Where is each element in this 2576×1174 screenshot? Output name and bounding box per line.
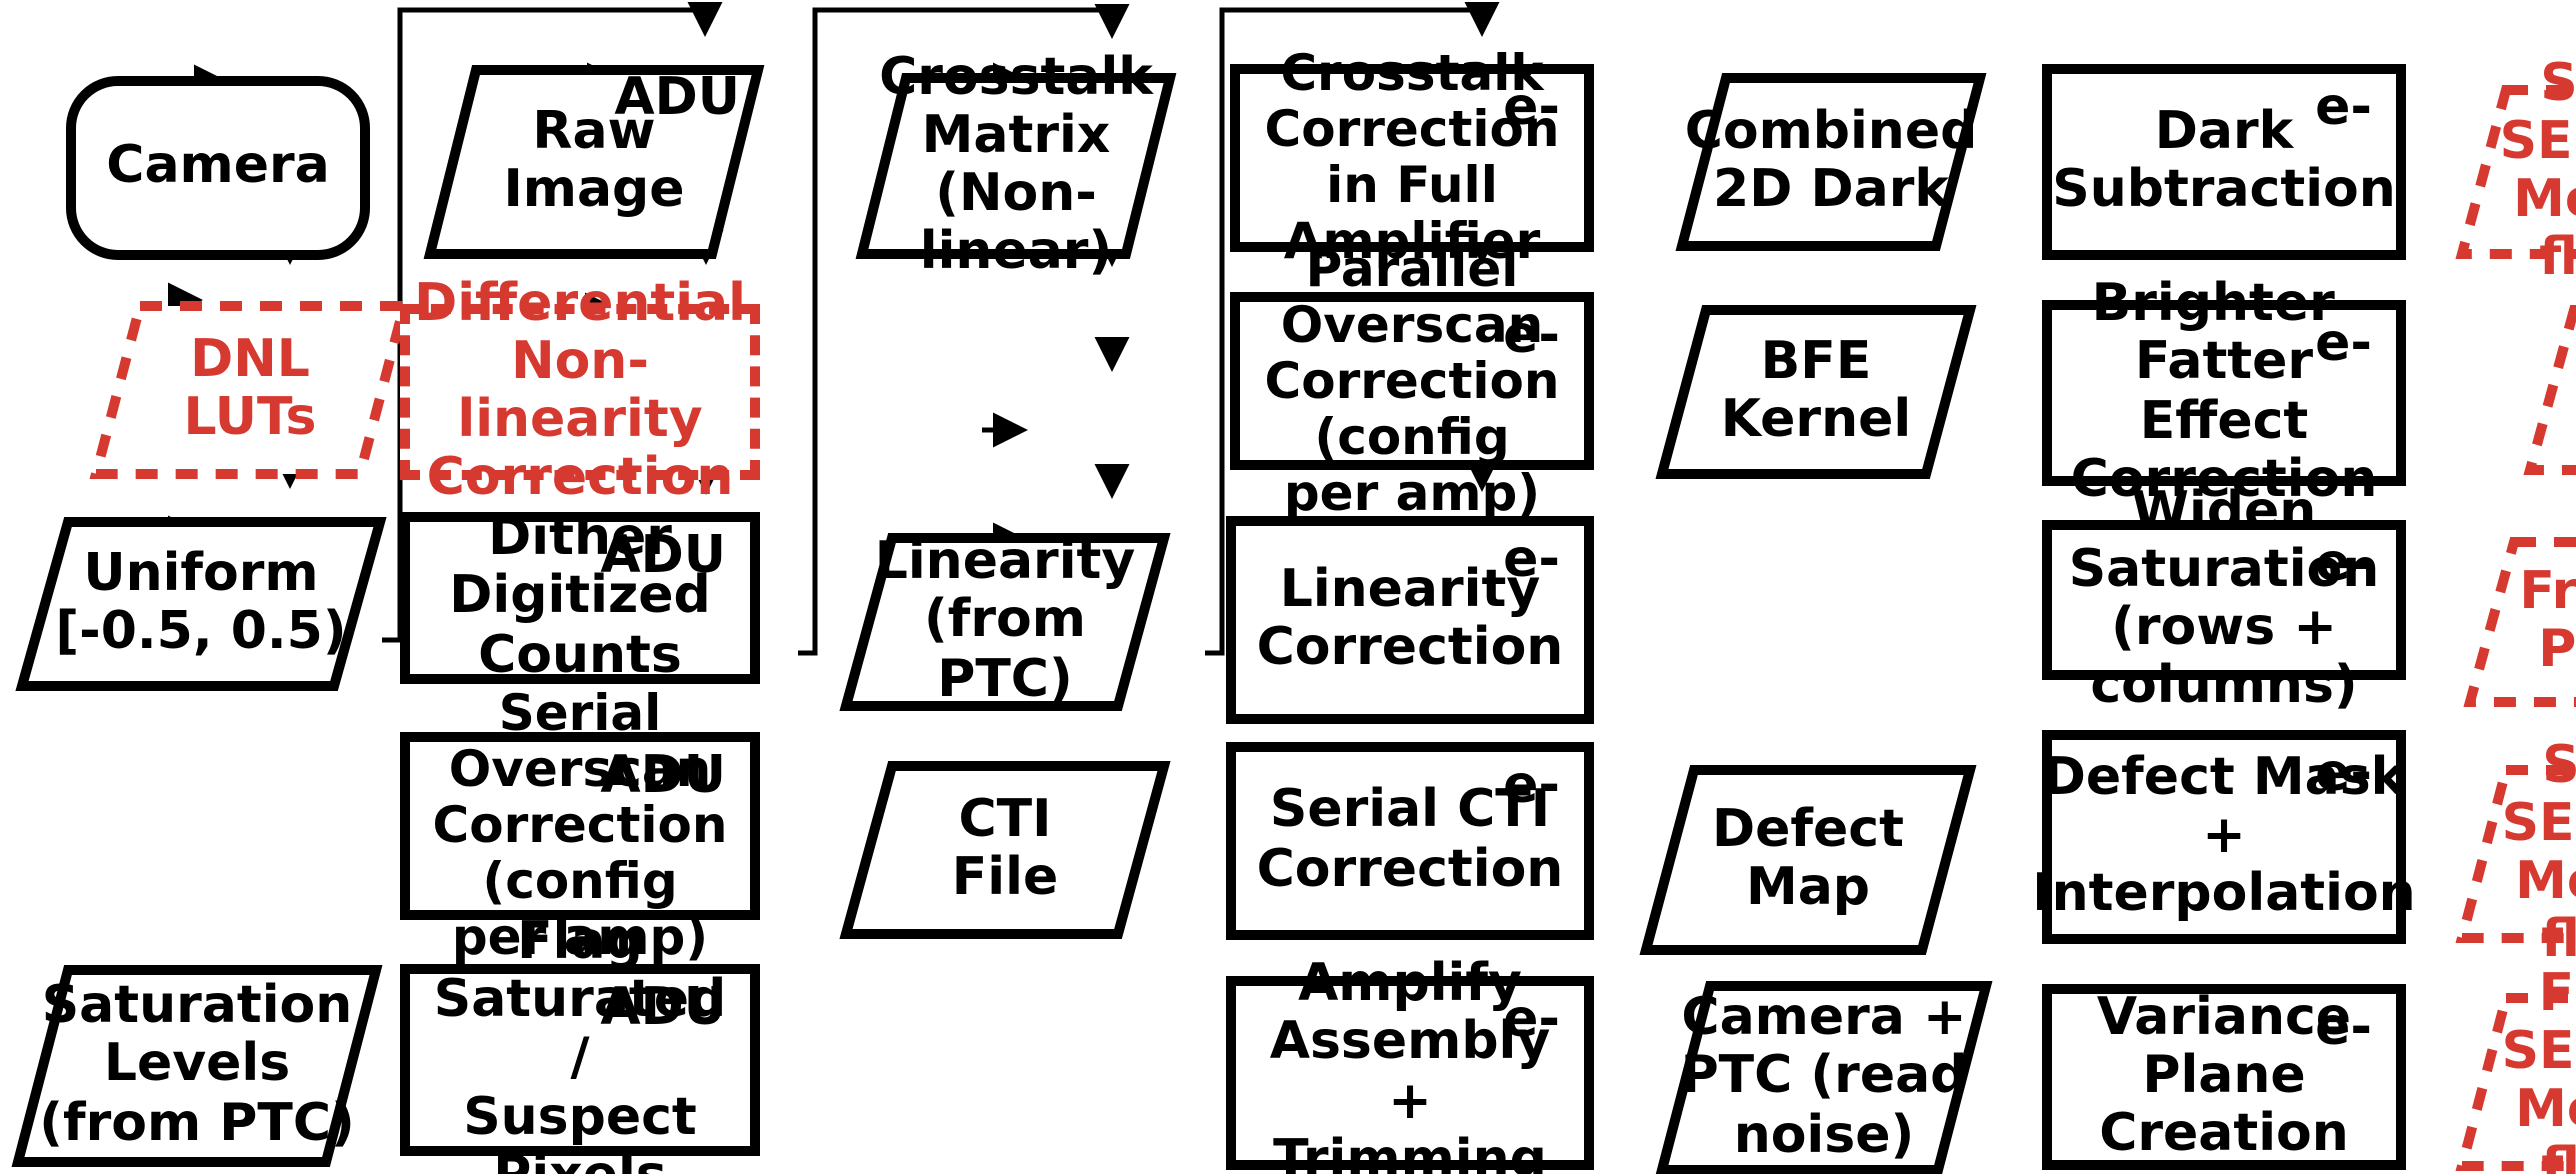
node-combined-2d-dark[interactable]: Combined 2D Dark xyxy=(1675,72,1987,252)
unit-badge: ADU xyxy=(600,526,726,586)
parallelogram-shape xyxy=(2455,993,2576,1171)
node-label: DNL LUTs xyxy=(183,329,317,448)
unit-badge: ADU xyxy=(600,978,726,1038)
node-label: PCAs xyxy=(2570,361,2576,419)
node-brighter-fatter-correction[interactable]: e- Brighter-Fatter Effect Correction xyxy=(2042,275,2406,508)
node-camera[interactable]: Camera xyxy=(66,76,370,260)
node-dither-digitized-counts[interactable]: ADU Dither Digitized Counts xyxy=(400,509,760,684)
unit-badge: e- xyxy=(1503,78,1560,138)
unit-badge: e- xyxy=(1503,990,1560,1050)
unit-badge: e- xyxy=(2315,314,2372,374)
node-flag-saturated-suspect-pixels[interactable]: ADU Flag Saturated / Suspect Pixels xyxy=(400,913,760,1174)
node-amplify-assembly-trimming[interactable]: e- Amplify Assembly + Trimming xyxy=(1226,955,1594,1174)
node-label: Saturation Levels (from PTC) xyxy=(39,976,355,1154)
parallelogram-shape xyxy=(2463,537,2576,707)
node-label: Uniform [-0.5, 0.5) xyxy=(55,543,347,662)
node-label: Differential Non-linearity Correction xyxy=(414,273,746,509)
unit-badge: e- xyxy=(1503,756,1560,816)
node-label: Linearity (from PTC) xyxy=(874,532,1136,710)
parallelogram-shape xyxy=(15,517,387,691)
node-label: Camera + PTC (read noise) xyxy=(1680,988,1968,1166)
node-label: Sky-SEDs + Mono-flats xyxy=(2499,53,2576,289)
parallelogram-shape xyxy=(1655,981,1993,1174)
parallelogram-shape xyxy=(1639,765,1977,955)
node-label: Defect Mask + Interpolation xyxy=(2032,747,2416,925)
unit-badge: e- xyxy=(1503,530,1560,590)
node-variance-plane-creation[interactable]: e- Variance Plane Creation xyxy=(2042,984,2406,1170)
node-parallel-overscan-correction[interactable]: e- Parallel Overscan Correction (config … xyxy=(1230,240,1594,520)
node-widen-saturation[interactable]: e- Widen Saturation (rows + columns) xyxy=(2042,482,2406,715)
node-label: BFE Kernel xyxy=(1720,331,1912,450)
node-label: Crosstalk Matrix (Non-linear) xyxy=(879,47,1153,283)
node-raw-image[interactable]: ADU Raw Image xyxy=(423,64,765,260)
node-label: Dark Subtraction xyxy=(2052,101,2396,220)
node-sky-seds-mono-flats-1[interactable]: Sky-SEDs + Mono-flats xyxy=(2455,54,2576,287)
parallelogram-shape xyxy=(89,301,411,479)
parallelogram-shape xyxy=(2455,85,2576,259)
node-label: Flag Saturated / Suspect Pixels xyxy=(433,912,727,1174)
unit-badge: e- xyxy=(2315,744,2372,804)
node-linearity-ptc[interactable]: Linearity (from PTC) xyxy=(839,532,1171,712)
node-serial-cti-correction[interactable]: e- Serial CTI Correction xyxy=(1226,742,1594,940)
node-label: Serial Overscan Correction (config per a… xyxy=(432,684,728,966)
node-label: Flat-SEDs + Mono-flats xyxy=(2501,963,2576,1174)
node-label: Combined 2D Dark xyxy=(1684,101,1978,220)
node-label: Amplify Assembly + Trimming xyxy=(1269,954,1551,1174)
node-label: Variance Plane Creation xyxy=(2096,987,2352,1165)
parallelogram-shape xyxy=(2455,765,2576,943)
node-bfe-kernel[interactable]: BFE Kernel xyxy=(1655,304,1977,480)
node-sky-seds-mono-flats-2[interactable]: Sky-SEDs + Mono-flats xyxy=(2455,736,2576,969)
parallelogram-shape xyxy=(1655,305,1977,479)
unit-badge: ADU xyxy=(614,68,740,128)
unit-badge: e- xyxy=(2315,998,2372,1058)
node-crosstalk-matrix[interactable]: Crosstalk Matrix (Non-linear) xyxy=(855,48,1177,281)
node-label: Parallel Overscan Correction (config per… xyxy=(1264,239,1560,521)
node-serial-overscan-correction[interactable]: ADU Serial Overscan Correction (config p… xyxy=(400,685,760,965)
node-pcas[interactable]: PCAs xyxy=(2523,304,2576,476)
node-dnl-luts[interactable]: DNL LUTs xyxy=(89,300,411,480)
node-label: Sky-SEDs + Mono-flats xyxy=(2501,735,2576,971)
node-label: Camera xyxy=(106,136,330,197)
node-flat-seds-mono-flats[interactable]: Flat-SEDs + Mono-flats xyxy=(2455,964,2576,1174)
node-label: Serial CTI Correction xyxy=(1256,780,1564,899)
node-label: Defect Map xyxy=(1711,799,1904,918)
node-camera-ptc-read-noise[interactable]: Camera + PTC (read noise) xyxy=(1655,980,1993,1174)
node-dnl-correction[interactable]: Differential Non-linearity Correction xyxy=(400,274,760,507)
node-linearity-correction[interactable]: e- Linearity Correction xyxy=(1226,516,1594,724)
parallelogram-shape xyxy=(1675,73,1987,251)
unit-badge: e- xyxy=(1503,306,1560,366)
parallelogram-shape xyxy=(2523,305,2576,475)
parallelogram-shape xyxy=(11,965,383,1167)
node-uniform-dither-source[interactable]: Uniform [-0.5, 0.5) xyxy=(15,516,387,692)
node-dark-subtraction[interactable]: e- Dark Subtraction xyxy=(2042,64,2406,260)
node-saturation-levels[interactable]: Saturation Levels (from PTC) xyxy=(11,964,383,1168)
node-defect-mask-interpolation[interactable]: e- Defect Mask + Interpolation xyxy=(2032,730,2416,944)
node-crosstalk-correction[interactable]: e- Crosstalk Correction in Full Amplifie… xyxy=(1230,45,1594,269)
unit-badge: e- xyxy=(2315,78,2372,138)
node-cti-file[interactable]: CTI File xyxy=(839,760,1171,940)
node-label: Fringe PCAs xyxy=(2519,561,2576,680)
parallelogram-shape xyxy=(839,761,1171,939)
node-fringe-pcas[interactable]: Fringe PCAs xyxy=(2463,536,2576,708)
node-label: Brighter-Fatter Effect Correction xyxy=(2070,274,2378,510)
node-defect-map[interactable]: Defect Map xyxy=(1639,764,1977,956)
unit-badge: ADU xyxy=(600,746,726,806)
unit-badge: e- xyxy=(2315,534,2372,594)
node-label: Widen Saturation (rows + columns) xyxy=(2068,481,2380,717)
node-label: CTI File xyxy=(951,789,1059,908)
